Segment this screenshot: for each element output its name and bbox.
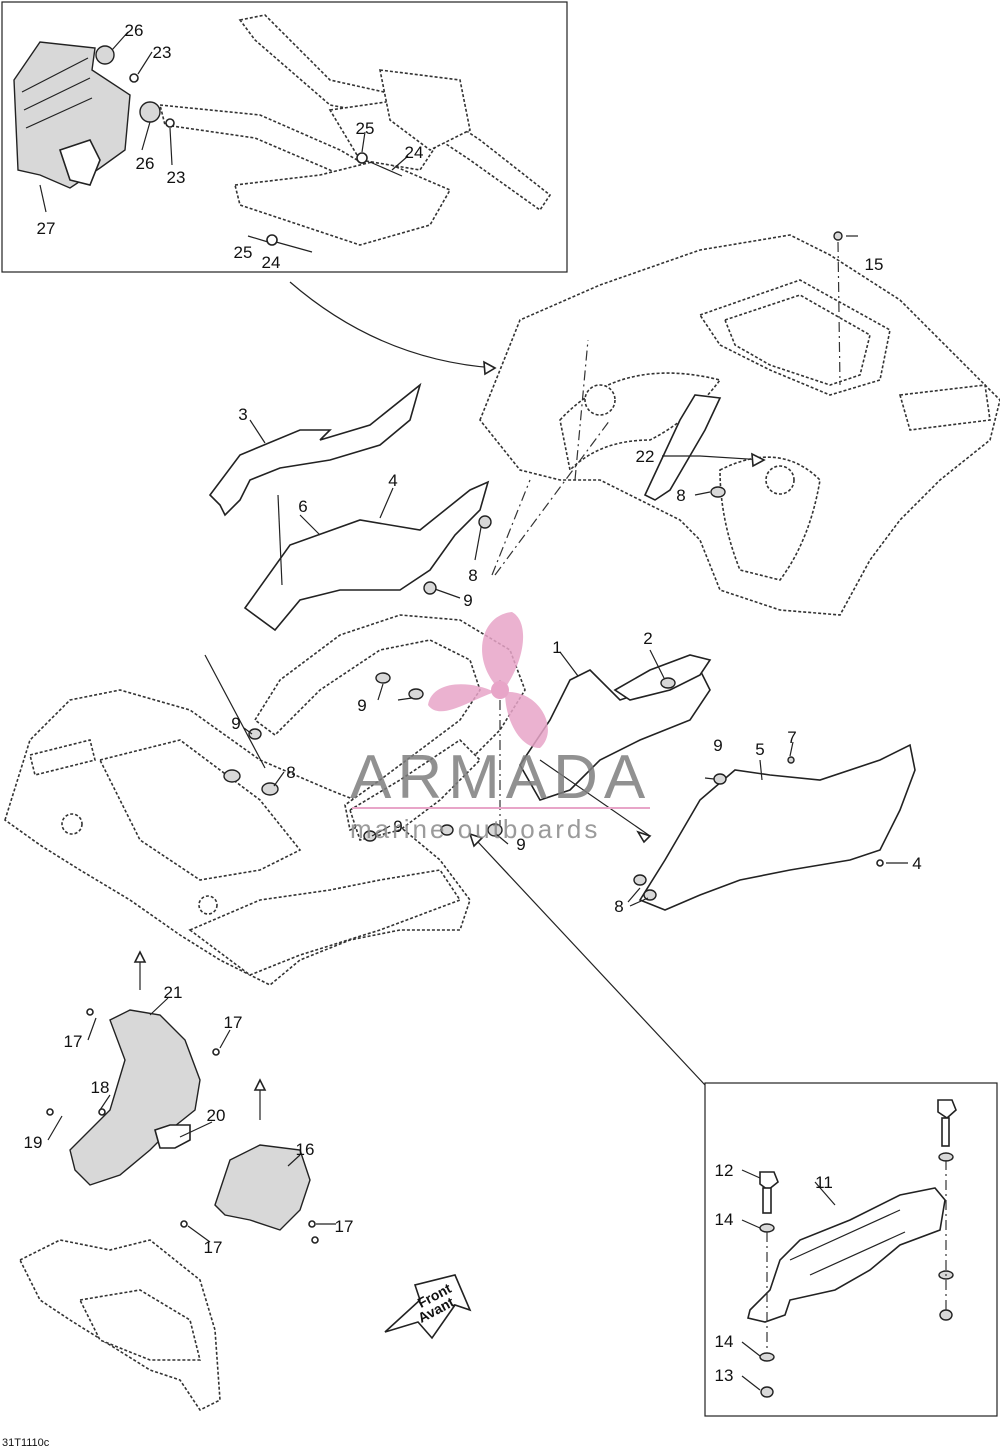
callout-21: 21 (164, 983, 183, 1002)
inset-frame-detail (1, 1, 568, 273)
callout-27: 27 (37, 219, 56, 238)
callout-20: 20 (207, 1106, 226, 1125)
part-2-trim (613, 654, 712, 701)
callout-8: 8 (676, 486, 685, 505)
callout-1: 1 (552, 638, 561, 657)
callout-4: 4 (388, 471, 397, 490)
part-5-footrest-right (638, 743, 916, 911)
callout-17: 17 (64, 1032, 83, 1051)
inset-connector-arrow (289, 281, 496, 369)
front-body-panel (204, 614, 526, 845)
part-22-trim (643, 394, 722, 501)
callout-8: 8 (614, 897, 623, 916)
part-21-mud-guard (69, 1009, 201, 1186)
callout-22: 22 (636, 447, 655, 466)
armada-watermark: ARMADA marine outboards (350, 612, 651, 844)
callout-6: 6 (298, 497, 307, 516)
callout-9: 9 (516, 835, 525, 854)
callout-7: 7 (787, 728, 796, 747)
callout-16: 16 (296, 1140, 315, 1159)
callout-17: 17 (224, 1013, 243, 1032)
callout-9: 9 (713, 736, 722, 755)
callout-18: 18 (91, 1078, 110, 1097)
callout-9: 9 (231, 714, 240, 733)
callout-9: 9 (357, 696, 366, 715)
callout-26: 26 (125, 21, 144, 40)
part-1-trim (519, 668, 711, 801)
callout-24: 24 (262, 253, 281, 272)
propeller-hub-icon (491, 681, 509, 699)
callout-13: 13 (715, 1366, 734, 1385)
callout-19: 19 (24, 1133, 43, 1152)
callout-2: 2 (643, 629, 652, 648)
callout-25: 25 (234, 243, 253, 262)
callout-12: 12 (715, 1161, 734, 1180)
callout-24: 24 (405, 143, 424, 162)
callout-9: 9 (393, 817, 402, 836)
callout-23: 23 (167, 168, 186, 187)
front-direction-arrow: Front Avant (384, 1274, 472, 1340)
callout-8: 8 (468, 566, 477, 585)
part-20-grommet (154, 1124, 191, 1149)
callout-8: 8 (286, 763, 295, 782)
watermark-brand: ARMADA (350, 743, 651, 812)
callout-11: 11 (815, 1173, 833, 1192)
propeller-logo-icon (428, 612, 548, 748)
watermark-tagline: marine outboards (350, 814, 600, 844)
callout-5: 5 (755, 740, 764, 759)
callout-17: 17 (204, 1238, 223, 1257)
callout-4: 4 (912, 854, 921, 873)
callout-23: 23 (153, 43, 172, 62)
figure-code: 31T1110c (2, 1437, 50, 1449)
callout-14: 14 (715, 1332, 734, 1351)
callout-15: 15 (865, 255, 884, 274)
rear-fender (479, 231, 1000, 616)
callout-3: 3 (238, 405, 247, 424)
callout-14: 14 (715, 1210, 734, 1229)
callout-25: 25 (356, 119, 375, 138)
front-fender (4, 689, 471, 986)
part-3-trim (208, 382, 422, 517)
arrow-head-icon (483, 360, 497, 376)
callout-26: 26 (136, 154, 155, 173)
inset-bracket-detail (704, 1082, 998, 1417)
part-6-footrest-left (243, 480, 490, 632)
callout-17: 17 (335, 1217, 354, 1236)
part-16-guard (214, 1144, 311, 1231)
callout-9: 9 (463, 591, 472, 610)
